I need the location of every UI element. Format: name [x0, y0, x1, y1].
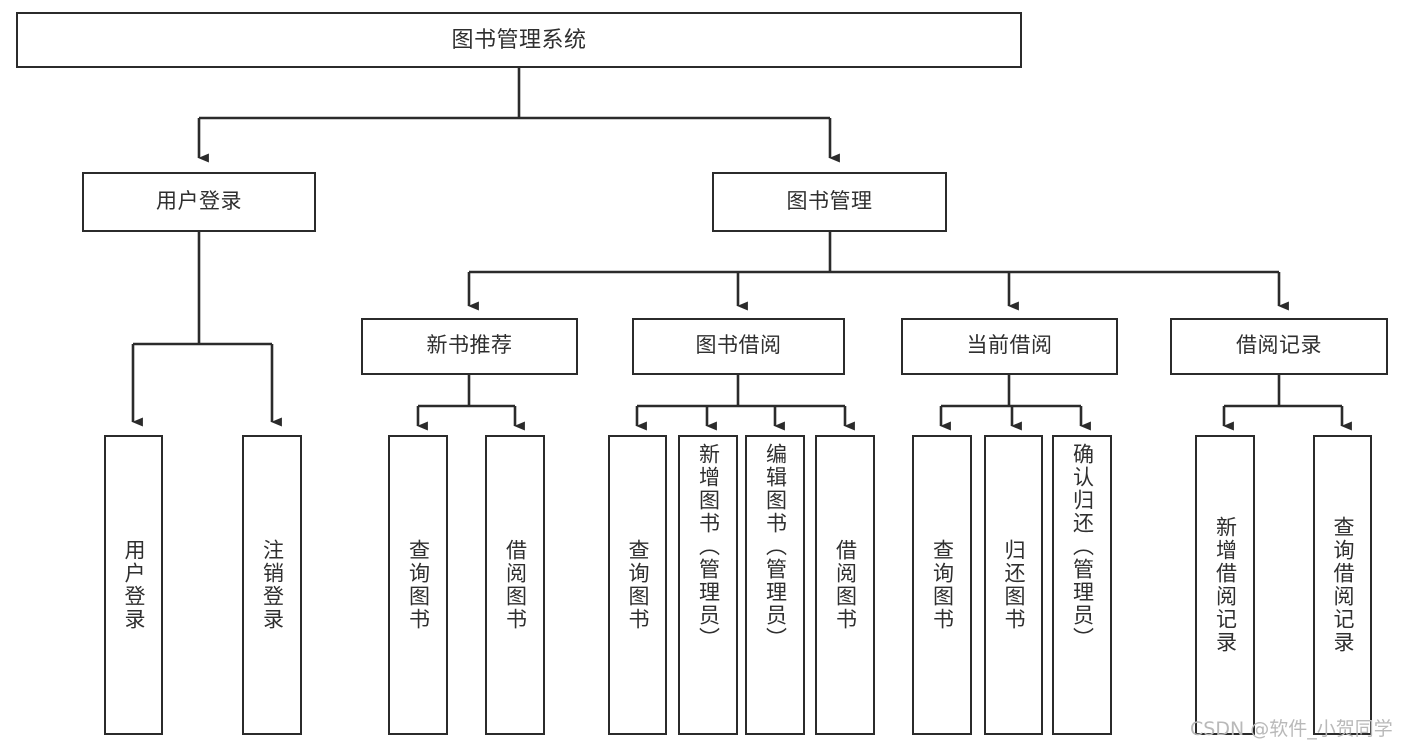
- node-leaf-user-login[interactable]: 用户登录: [104, 435, 163, 735]
- node-leaf-query-book-current[interactable]: 查询图书: [912, 435, 972, 735]
- node-leaf-confirm-return-admin-label: 确认归还（管理员）: [1070, 443, 1094, 650]
- node-leaf-query-book-rec-label: 查询图书: [406, 539, 430, 631]
- node-leaf-add-borrow-record[interactable]: 新增借阅记录: [1195, 435, 1255, 735]
- node-leaf-borrow-book-rec[interactable]: 借阅图书: [485, 435, 545, 735]
- node-book-management[interactable]: 图书管理: [712, 172, 947, 232]
- node-leaf-borrow-book-rec-label: 借阅图书: [503, 539, 527, 631]
- node-leaf-logout[interactable]: 注销登录: [242, 435, 302, 735]
- node-leaf-edit-book-admin-label: 编辑图书（管理员）: [763, 443, 787, 650]
- node-leaf-return-book-label: 归还图书: [1002, 539, 1025, 631]
- node-current-borrowing[interactable]: 当前借阅: [901, 318, 1118, 375]
- node-leaf-confirm-return-admin[interactable]: 确认归还（管理员）: [1052, 435, 1112, 735]
- node-leaf-borrow-book[interactable]: 借阅图书: [815, 435, 875, 735]
- node-book-borrowing[interactable]: 图书借阅: [632, 318, 845, 375]
- node-current-borrowing-label: 当前借阅: [966, 334, 1053, 358]
- node-leaf-query-book-borrow[interactable]: 查询图书: [608, 435, 667, 735]
- node-leaf-add-book-admin-label: 新增图书（管理员）: [696, 443, 720, 650]
- node-leaf-query-book-current-label: 查询图书: [930, 539, 954, 631]
- node-leaf-logout-label: 注销登录: [260, 539, 284, 631]
- node-new-book-recommendation-label: 新书推荐: [426, 334, 513, 358]
- node-root-book-management-system[interactable]: 图书管理系统: [16, 12, 1022, 68]
- node-leaf-user-login-label: 用户登录: [122, 539, 145, 631]
- node-root-label: 图书管理系统: [451, 27, 587, 53]
- node-borrowing-record-label: 借阅记录: [1236, 334, 1322, 358]
- csdn-watermark: CSDN @软件_小贺同学: [1190, 718, 1393, 740]
- node-leaf-query-book-rec[interactable]: 查询图书: [388, 435, 448, 735]
- node-leaf-add-book-admin[interactable]: 新增图书（管理员）: [678, 435, 738, 735]
- node-leaf-return-book[interactable]: 归还图书: [984, 435, 1043, 735]
- node-book-borrowing-label: 图书借阅: [695, 334, 782, 358]
- node-borrowing-record[interactable]: 借阅记录: [1170, 318, 1388, 375]
- node-leaf-add-borrow-record-label: 新增借阅记录: [1213, 516, 1237, 654]
- node-leaf-query-borrow-record-label: 查询借阅记录: [1331, 516, 1354, 654]
- node-book-management-label: 图书管理: [786, 189, 873, 213]
- node-new-book-recommendation[interactable]: 新书推荐: [361, 318, 578, 375]
- node-leaf-borrow-book-label: 借阅图书: [833, 539, 857, 631]
- node-leaf-query-book-borrow-label: 查询图书: [626, 539, 649, 631]
- node-leaf-query-borrow-record[interactable]: 查询借阅记录: [1313, 435, 1372, 735]
- node-leaf-edit-book-admin[interactable]: 编辑图书（管理员）: [745, 435, 805, 735]
- node-user-login[interactable]: 用户登录: [82, 172, 316, 232]
- node-user-login-label: 用户登录: [156, 189, 242, 213]
